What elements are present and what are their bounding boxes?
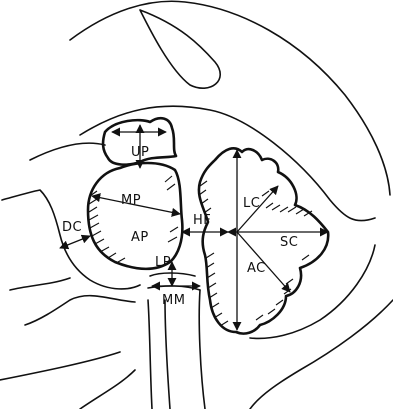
label-up: UP	[131, 145, 149, 160]
label-hf: HF	[193, 213, 211, 228]
label-lc: LC	[243, 196, 260, 211]
label-mp: MP	[121, 193, 141, 208]
label-ap: AP	[131, 230, 149, 245]
left-body	[88, 163, 182, 269]
lp-region	[148, 273, 200, 290]
label-mm: MM	[162, 293, 185, 308]
label-lp: LP	[155, 255, 171, 270]
label-ac: AC	[247, 261, 266, 276]
right-body	[199, 148, 328, 333]
dc-arrow	[60, 236, 90, 248]
left-body-hatching	[89, 176, 178, 262]
label-sc: SC	[280, 235, 298, 250]
label-dc: DC	[62, 220, 82, 235]
